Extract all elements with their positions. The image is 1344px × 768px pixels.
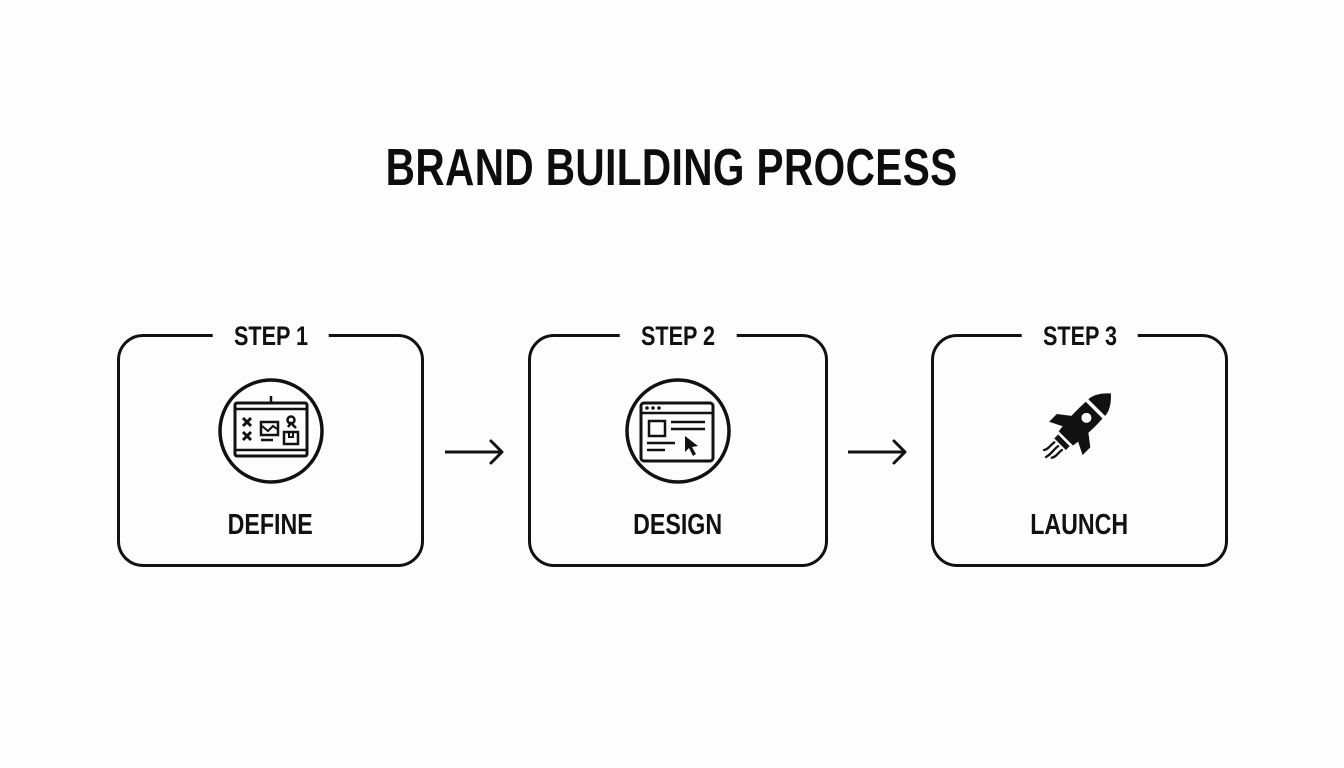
step-name-text: DESIGN [633, 509, 723, 541]
step-card-launch: STEP 3 LAUNCH [931, 321, 1228, 567]
step-card-design: STEP 2 DESIGN [528, 321, 828, 567]
browser-window-cursor-icon [625, 378, 731, 484]
step-label-text: STEP 1 [233, 321, 308, 351]
page-title-text: BRAND BUILDING PROCESS [386, 139, 958, 197]
rocket-icon [1042, 393, 1111, 459]
step-label-text: STEP 3 [1042, 321, 1117, 351]
step-label-text: STEP 2 [640, 321, 716, 351]
step-name: DEFINE [120, 509, 421, 541]
arrow-right-icon [848, 439, 907, 465]
step-label: STEP 1 [212, 321, 329, 351]
page-title: BRAND BUILDING PROCESS [0, 140, 1344, 196]
step-name-text: DEFINE [227, 509, 314, 541]
strategy-board-icon [217, 378, 324, 484]
step-name: DESIGN [531, 509, 825, 541]
step-name: LAUNCH [934, 509, 1225, 541]
step-label: STEP 2 [619, 321, 737, 351]
step-label: STEP 3 [1021, 321, 1138, 351]
step-card-define: STEP 1 DEFINE [117, 321, 424, 567]
step-name-text: LAUNCH [1030, 509, 1129, 541]
arrow-right-icon [445, 439, 504, 465]
